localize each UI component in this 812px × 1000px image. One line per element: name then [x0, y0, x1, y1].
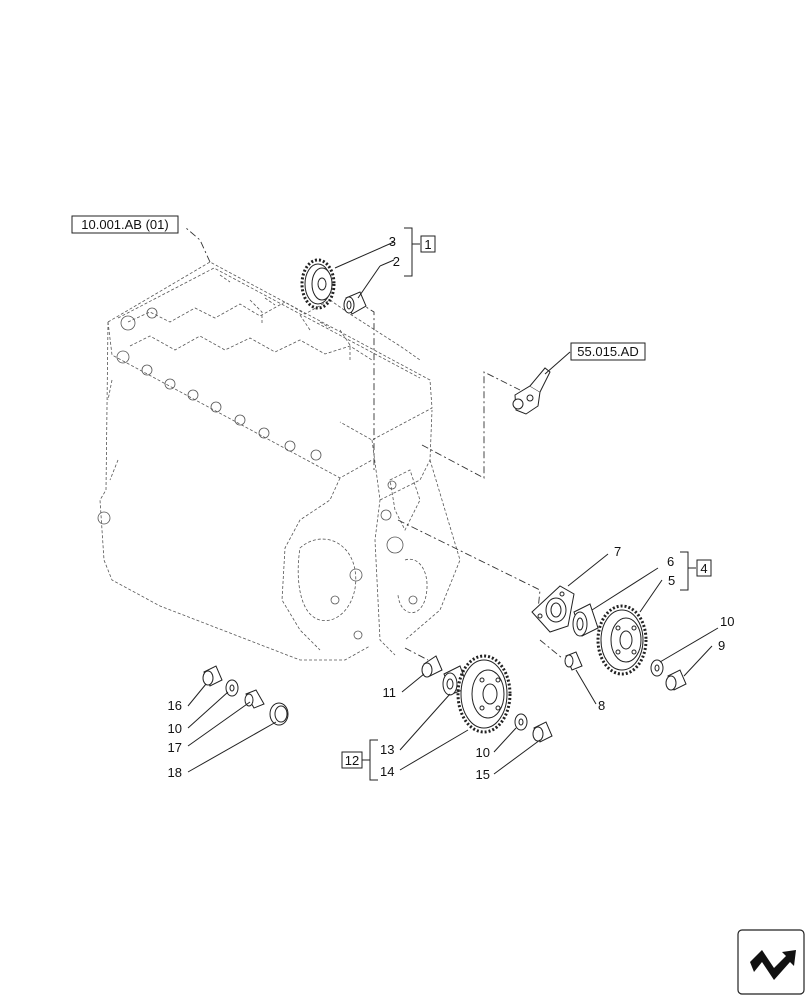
callout-6: 6 — [667, 554, 674, 569]
part-11-bushing — [421, 655, 443, 678]
part-16-nut — [202, 665, 223, 687]
svg-text:1: 1 — [424, 237, 431, 252]
group-box-12[interactable]: 12 — [341, 751, 363, 769]
reference-10001-ab[interactable]: 10.001.AB (01) — [71, 215, 179, 234]
part-5-idler-gear — [596, 604, 648, 676]
next-page-arrow-icon[interactable] — [737, 929, 805, 995]
callout-10-center: 10 — [476, 745, 490, 760]
callout-7: 7 — [614, 544, 621, 559]
part-10-washer-center — [514, 713, 528, 731]
part-15-bolt — [532, 721, 553, 743]
part-10-washer-left — [225, 679, 239, 697]
group-brackets — [362, 227, 696, 781]
callout-9: 9 — [718, 638, 725, 653]
callout-10-right: 10 — [720, 614, 734, 629]
callout-15: 15 — [476, 767, 490, 782]
callout-14: 14 — [380, 764, 394, 779]
reference-55015-ad[interactable]: 55.015.AD — [570, 342, 646, 361]
svg-text:10.001.AB (01): 10.001.AB (01) — [81, 217, 168, 232]
part-18-seal — [269, 702, 289, 726]
svg-text:55.015.AD: 55.015.AD — [577, 344, 638, 359]
callout-3: 3 — [389, 234, 396, 249]
callout-13: 13 — [380, 742, 394, 757]
callout-numbers: 3 2 7 6 5 10 9 8 11 16 10 17 18 13 14 10… — [168, 234, 735, 782]
assembly-center-lines — [185, 227, 563, 661]
part-7-plate — [531, 585, 575, 633]
svg-text:12: 12 — [345, 753, 359, 768]
callout-2: 2 — [393, 254, 400, 269]
group-box-4[interactable]: 4 — [696, 559, 712, 577]
svg-text:4: 4 — [700, 561, 707, 576]
callout-18: 18 — [168, 765, 182, 780]
callout-17: 17 — [168, 740, 182, 755]
part-2-bushing — [343, 291, 367, 315]
part-9-bolt — [665, 669, 687, 691]
callout-11: 11 — [383, 685, 397, 700]
leader-lines — [187, 241, 719, 775]
part-3-cam-gear — [300, 258, 336, 310]
engine-block-outline — [97, 261, 461, 661]
speed-sensor-part — [512, 367, 551, 415]
callout-8: 8 — [598, 698, 605, 713]
part-6-bushing — [572, 603, 599, 637]
callout-10-left: 10 — [168, 721, 182, 736]
part-14-gear — [456, 654, 512, 734]
group-box-1[interactable]: 1 — [420, 235, 436, 253]
part-8-bolt — [564, 651, 583, 671]
callout-16: 16 — [168, 698, 182, 713]
part-10-washer-right — [650, 659, 664, 677]
callout-5: 5 — [668, 573, 675, 588]
part-17-bolt — [244, 689, 265, 709]
